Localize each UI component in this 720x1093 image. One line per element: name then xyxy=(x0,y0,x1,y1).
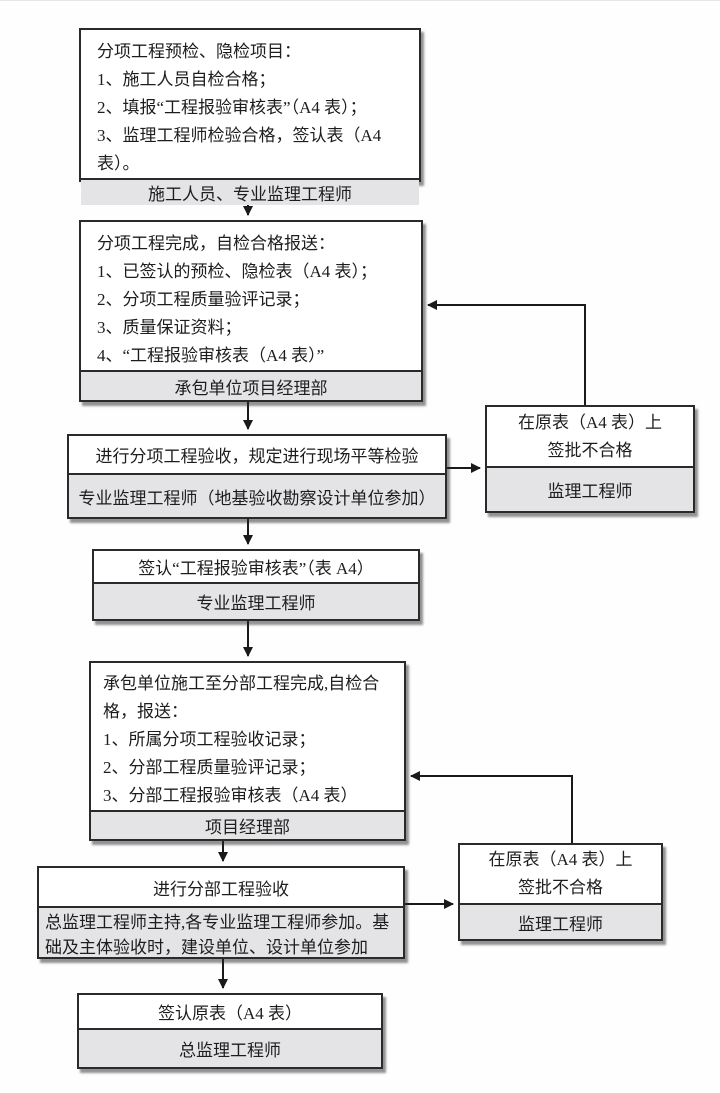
task-line: 2、填报“工程报验审核表”（A4 表）； xyxy=(97,98,367,117)
flow-step-subitem-complete: 分项工程完成，自检合格报送： 1、已签认的预检、隐检表（A4 表）； 2、分项工… xyxy=(79,220,423,402)
step-title: 签认原表（A4 表） xyxy=(157,1004,303,1023)
step-task-text: 在原表（A4 表）上 签批不合格 xyxy=(460,845,661,903)
task-line: 分项工程完成，自检合格报送： xyxy=(97,234,335,253)
task-line: 3、分部工程报验审核表（A4 表） xyxy=(103,786,358,805)
step-task-text: 承包单位施工至分部工程完成,自检合格，报送： 1、所属分项工程验收记录； 2、分… xyxy=(91,663,404,810)
step-owner-bar: 总监理工程师主持,各专业监理工程师参加。基础及主体验收时，建设单位、设计单位参加 xyxy=(39,906,403,957)
step-owner-label: 专业监理工程师 xyxy=(196,594,316,613)
task-line: 在原表（A4 表）上 xyxy=(488,850,633,869)
connector-reject2-step5-feedback xyxy=(410,771,573,843)
step-owner-bar: 承包单位项目经理部 xyxy=(81,370,421,400)
step-owner-bar: 总监理工程师 xyxy=(79,1028,381,1067)
flow-reject-subitem: 在原表（A4 表）上 签批不合格 监理工程师 xyxy=(485,405,695,513)
task-line: 2、分项工程质量验评记录； xyxy=(97,290,310,309)
step-owner-bar: 施工人员、专业监理工程师 xyxy=(81,178,419,205)
flow-step-subitem-acceptance: 进行分项工程验收，规定进行现场平等检验 专业监理工程师（地基验收勘察设计单位参加… xyxy=(67,434,447,519)
step-task-text: 在原表（A4 表）上 签批不合格 xyxy=(487,407,693,466)
step-owner-bar: 项目经理部 xyxy=(91,810,404,839)
step-owner-bar: 专业监理工程师（地基验收勘察设计单位参加） xyxy=(69,473,445,517)
step-title: 进行分部工程验收 xyxy=(153,879,289,899)
task-line: 1、已签认的预检、隐检表（A4 表）； xyxy=(97,262,378,281)
step-owner-bar: 监理工程师 xyxy=(487,466,693,511)
task-line: 在原表（A4 表）上 xyxy=(517,412,663,432)
step-owner-label: 监理工程师 xyxy=(547,482,633,501)
task-line: 2、分部工程质量验评记录； xyxy=(103,758,316,777)
step-owner-label: 总监理工程师 xyxy=(179,1041,281,1060)
task-line: 3、监理工程师检验合格，签认表（A4 表）。 xyxy=(97,126,382,173)
step-task-text: 分项工程预检、隐检项目： 1、施工人员自检合格； 2、填报“工程报验审核表”（A… xyxy=(81,30,419,178)
task-line: 1、所属分项工程验收记录； xyxy=(103,730,316,749)
flow-step-sign-form: 签认“工程报验审核表”（表 A4） 专业监理工程师 xyxy=(92,549,420,621)
step-owner-label: 专业监理工程师（地基验收勘察设计单位参加） xyxy=(78,488,436,508)
flow-step-subdivision-complete: 承包单位施工至分部工程完成,自检合格，报送： 1、所属分项工程验收记录； 2、分… xyxy=(89,661,406,841)
task-line: 分项工程预检、隐检项目： xyxy=(97,42,301,61)
task-line: 签批不合格 xyxy=(547,440,633,460)
step-owner-bar: 专业监理工程师 xyxy=(94,582,418,619)
step-owner-bar: 监理工程师 xyxy=(460,903,661,939)
flow-reject-subdivision: 在原表（A4 表）上 签批不合格 监理工程师 xyxy=(458,843,663,941)
task-line: 3、质量保证资料； xyxy=(97,318,242,337)
flow-step-sign-original: 签认原表（A4 表） 总监理工程师 xyxy=(77,993,383,1069)
step-task-text: 分项工程完成，自检合格报送： 1、已签认的预检、隐检表（A4 表）； 2、分项工… xyxy=(81,222,421,370)
connector-reject1-step2-feedback xyxy=(427,300,586,405)
flow-step-subdivision-acceptance: 进行分部工程验收 总监理工程师主持,各专业监理工程师参加。基础及主体验收时，建设… xyxy=(37,866,405,959)
step-owner-label: 项目经理部 xyxy=(205,818,290,837)
step-title: 进行分项工程验收，规定进行现场平等检验 xyxy=(95,447,419,466)
task-line: 1、施工人员自检合格； xyxy=(97,70,276,89)
task-line: 承包单位施工至分部工程完成,自检合格，报送： xyxy=(103,674,380,721)
task-line: 签批不合格 xyxy=(518,878,603,897)
step-owner-label: 承包单位项目经理部 xyxy=(174,378,328,398)
step-owner-label: 总监理工程师主持,各专业监理工程师参加。基础及主体验收时，建设单位、设计单位参加 xyxy=(45,913,390,957)
step-title: 签认“工程报验审核表”（表 A4） xyxy=(138,559,374,578)
step-owner-label: 监理工程师 xyxy=(518,914,603,934)
flow-step-pre-inspection: 分项工程预检、隐检项目： 1、施工人员自检合格； 2、填报“工程报验审核表”（A… xyxy=(79,28,421,205)
task-line: 4、“工程报验审核表（A4 表）” xyxy=(97,346,325,365)
step-owner-label: 施工人员、专业监理工程师 xyxy=(148,185,352,204)
